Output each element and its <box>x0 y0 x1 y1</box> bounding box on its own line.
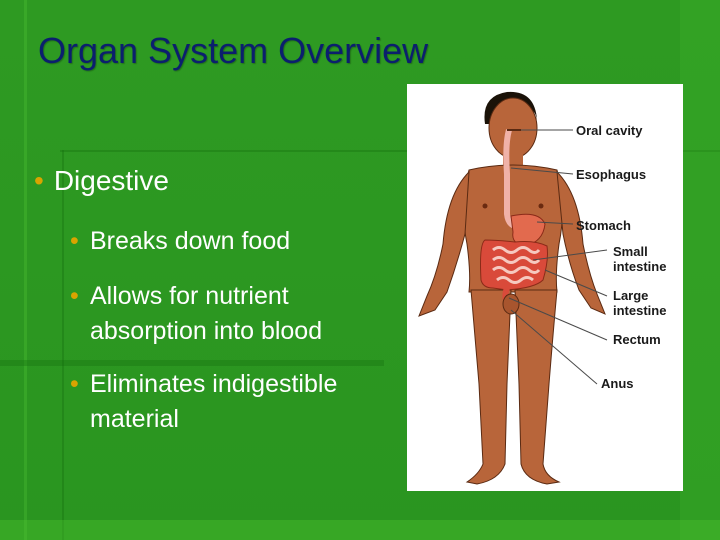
right-arm <box>556 170 606 315</box>
label-oral-cavity: Oral cavity <box>576 123 643 138</box>
label-stomach: Stomach <box>576 218 631 233</box>
label-anus: Anus <box>601 376 634 391</box>
label-esophagus: Esophagus <box>576 167 647 182</box>
bullet-marker: • <box>34 165 44 196</box>
bullet-marker: • <box>70 282 79 310</box>
background-streak <box>0 360 384 366</box>
bullet-sub: • Eliminates indigestible material <box>70 367 400 437</box>
stomach <box>510 213 546 247</box>
leader-lines <box>508 129 608 385</box>
right-leg <box>514 289 561 485</box>
leader-stomach <box>536 221 574 225</box>
head <box>488 97 538 159</box>
leader-rectum <box>508 297 608 341</box>
left-arm <box>418 170 470 317</box>
background-streak <box>0 520 720 540</box>
bullet-marker: • <box>70 370 79 398</box>
leader-small-intestine <box>532 249 608 261</box>
slide-title: Organ System Overview <box>38 30 429 71</box>
bullet-sub: • Allows for nutrient absorption into blo… <box>70 279 390 349</box>
leader-anus <box>510 309 598 385</box>
label-rectum: Rectum <box>613 332 661 347</box>
bullet-main-text: Digestive <box>53 165 169 196</box>
background-streak <box>24 0 27 540</box>
digestive-system-figure: Oral cavity Esophagus Stomach Small inte… <box>407 84 683 491</box>
background-streak <box>62 150 64 540</box>
bullet-main: • Digestive <box>34 165 169 197</box>
label-large-intestine: Large intestine <box>613 288 667 318</box>
background-streak <box>680 0 720 540</box>
leader-large-intestine <box>544 269 608 297</box>
background-streak <box>60 150 720 152</box>
small-intestine <box>492 246 541 284</box>
hair <box>484 91 537 124</box>
bullet-marker: • <box>70 227 79 255</box>
bullet-sub-text: Breaks down food <box>90 227 291 255</box>
left-leg <box>465 289 512 485</box>
bullet-sub: • Breaks down food <box>70 224 390 258</box>
bullet-sub-text: Allows for nutrient absorption into bloo… <box>90 282 323 345</box>
bullet-sub-text: Eliminates indigestible material <box>90 370 338 433</box>
nipple <box>482 203 488 209</box>
label-small-intestine: Small intestine <box>613 244 667 274</box>
nipple <box>538 203 544 209</box>
anatomy-illustration <box>418 91 608 485</box>
groin <box>502 293 520 315</box>
esophagus <box>503 129 517 229</box>
leader-esophagus <box>510 167 574 175</box>
